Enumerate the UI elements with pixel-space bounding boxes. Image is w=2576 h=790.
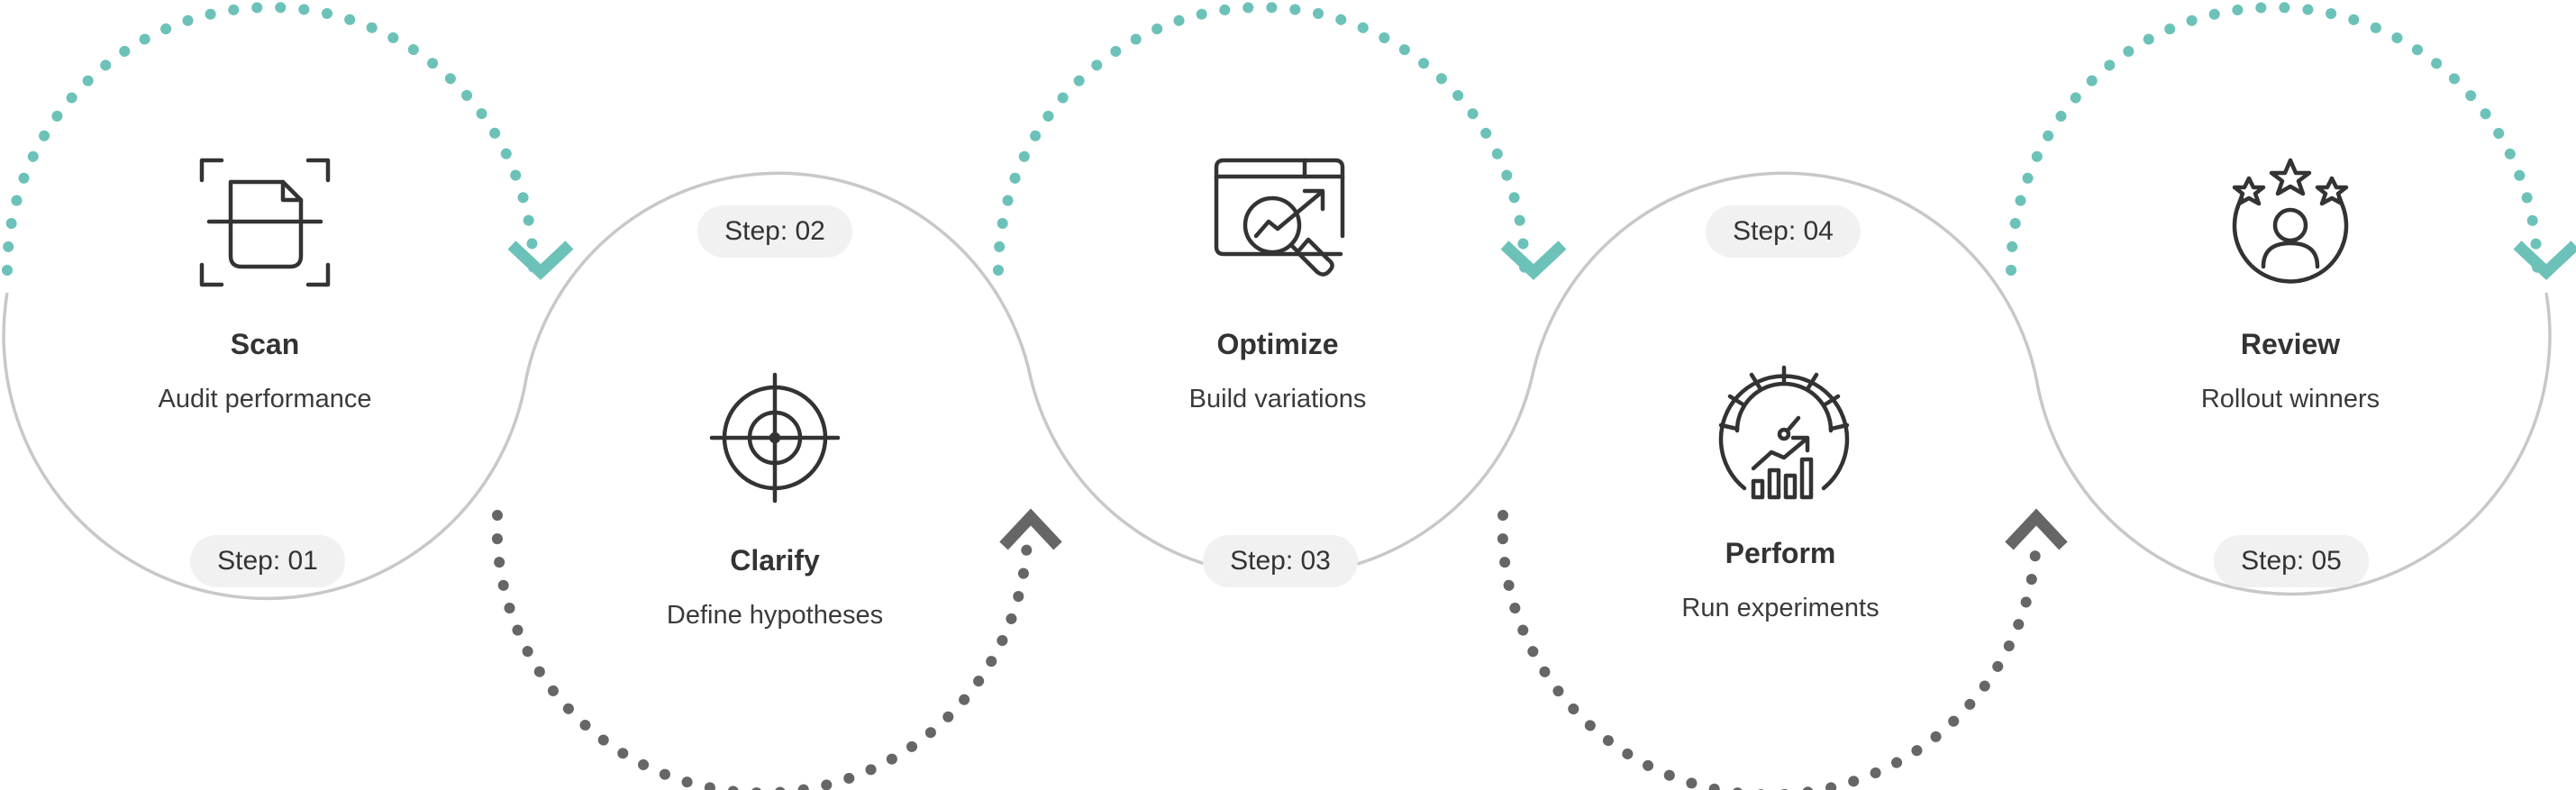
user-rating-stars-icon bbox=[2232, 158, 2349, 284]
step-subtitle-review: Rollout winners bbox=[2200, 385, 2380, 413]
crosshair-target-icon bbox=[709, 372, 841, 504]
step-badge-05: Step: 05 bbox=[2214, 535, 2369, 587]
top-dotted-arcs bbox=[2, 2, 2543, 276]
step-subtitle-clarify: Define hypotheses bbox=[666, 601, 884, 630]
step-subtitle-scan: Audit performance bbox=[158, 385, 372, 413]
browser-analytics-search-icon bbox=[1214, 158, 1345, 277]
teal-chevrons bbox=[507, 241, 2576, 280]
bottom-dotted-arc-2 bbox=[1497, 510, 2042, 790]
step-subtitle-perform: Run experiments bbox=[1681, 594, 1880, 622]
bottom-dotted-arcs bbox=[491, 510, 2042, 790]
step-title-review: Review bbox=[2240, 328, 2341, 360]
step-badge-04: Step: 04 bbox=[1706, 205, 1861, 258]
chevron-up-icon bbox=[999, 508, 1062, 550]
top-dotted-arc-1 bbox=[2, 2, 539, 276]
step-title-perform: Perform bbox=[1725, 537, 1836, 569]
speedometer-chart-icon bbox=[1718, 365, 1850, 500]
step-badge-01: Step: 01 bbox=[190, 535, 345, 587]
step-title-clarify: Clarify bbox=[730, 544, 820, 577]
chevron-down-icon bbox=[507, 241, 574, 280]
step-badge-02: Step: 02 bbox=[697, 205, 852, 258]
step-title-optimize: Optimize bbox=[1216, 328, 1339, 360]
step-badge-03: Step: 03 bbox=[1203, 535, 1358, 587]
document-scan-icon bbox=[199, 158, 331, 287]
chevron-down-icon bbox=[1500, 241, 1567, 280]
step-title-scan: Scan bbox=[230, 328, 300, 360]
chevron-down-icon bbox=[2513, 241, 2576, 280]
bottom-dotted-arc-1 bbox=[491, 510, 1033, 790]
step-subtitle-optimize: Build variations bbox=[1188, 385, 1367, 413]
gray-chevrons bbox=[999, 508, 2068, 550]
chevron-up-icon bbox=[2005, 508, 2068, 550]
